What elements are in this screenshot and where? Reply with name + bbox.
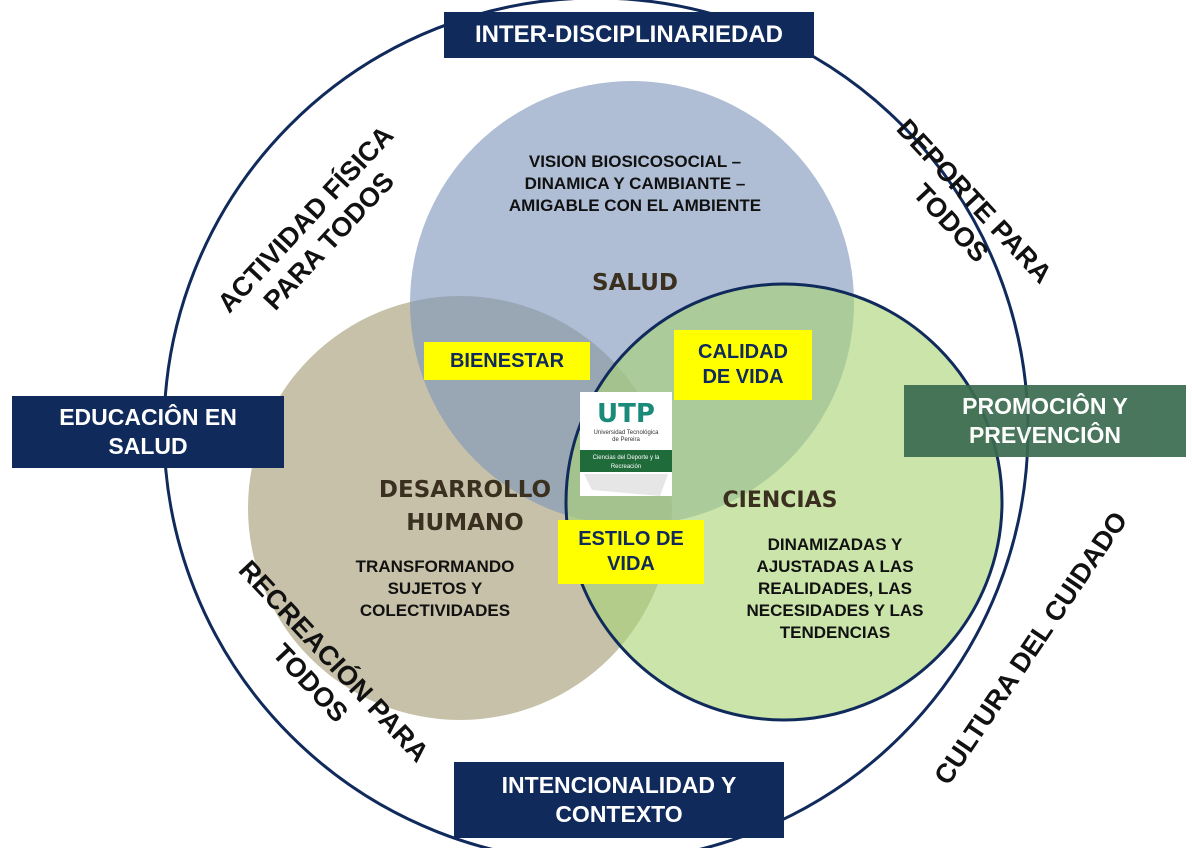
calidad-de-vida-box: CALIDAD DE VIDA: [674, 330, 812, 400]
desarrollo-description: TRANSFORMANDO SUJETOS Y COLECTIVIDADES: [355, 557, 515, 621]
label-interdisciplinariedad: INTER-DISCIPLINARIEDAD: [444, 12, 814, 58]
svg-text:Ciencias del Deporte y la: Ciencias del Deporte y la: [593, 455, 660, 461]
desarrollo-title: DESARROLLO HUMANO: [378, 477, 552, 537]
logo-line2: de Pereira: [612, 437, 640, 443]
salud-title: SALUD: [592, 270, 678, 296]
bienestar-box: BIENESTAR: [424, 342, 590, 380]
label-educacion-en-salud: EDUCACIÔN EN SALUD: [12, 396, 284, 468]
label-promocion-y-prevencion: PROMOCIÔN Y PREVENCIÔN: [904, 385, 1186, 457]
utp-logo-graphic: UTP Universidad Tecnológica de Pereira C…: [580, 392, 672, 496]
svg-text:Recreación: Recreación: [611, 464, 641, 470]
svg-text:UTP: UTP: [597, 399, 655, 429]
ciencias-description: DINAMIZADAS Y AJUSTADAS A LAS REALIDADES…: [746, 535, 924, 643]
ciencias-title: CIENCIAS: [722, 488, 838, 513]
utp-logo: UTP Universidad Tecnológica de Pereira C…: [580, 392, 672, 496]
label-intencionalidad-y-contexto: INTENCIONALIDAD Y CONTEXTO: [454, 762, 784, 838]
estilo-de-vida-box: ESTILO DE VIDA: [558, 520, 704, 584]
logo-line1: Universidad Tecnológica: [594, 430, 660, 436]
salud-description: VISION BIOSICOSOCIAL – DINAMICA Y CAMBIA…: [508, 152, 762, 216]
